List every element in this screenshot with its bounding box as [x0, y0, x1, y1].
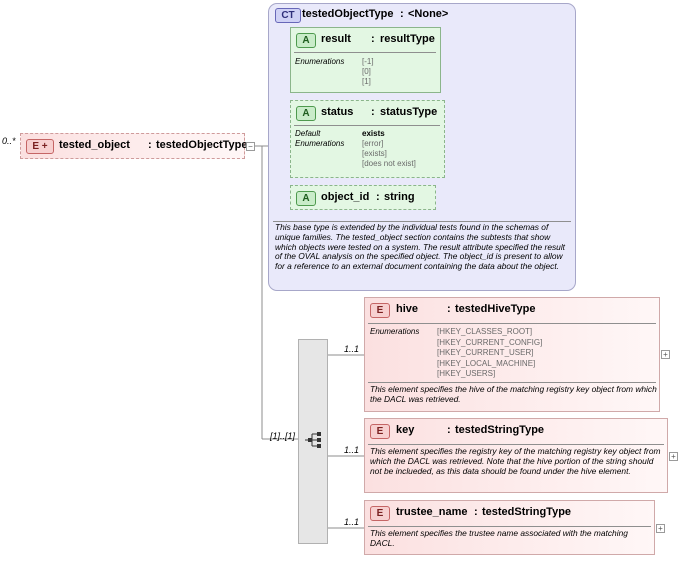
element-type: testedStringType: [455, 424, 545, 436]
element-type: testedStringType: [482, 506, 572, 518]
element-documentation: This element specifies the hive of the m…: [370, 384, 657, 404]
enum-value: [exists]: [362, 149, 387, 158]
attribute-separator: :: [376, 191, 380, 203]
attribute-name: status: [321, 106, 354, 118]
element-key[interactable]: E key : testedStringType This element sp…: [364, 418, 668, 493]
attribute-type: statusType: [380, 106, 438, 118]
element-separator: :: [474, 506, 478, 518]
attribute-badge: A: [296, 33, 316, 48]
expand-icon[interactable]: +: [661, 350, 670, 359]
trustee-name-multiplicity: 1..1: [344, 517, 360, 527]
complex-type-badge: CT: [275, 8, 301, 23]
element-badge: E: [370, 424, 390, 439]
enum-value: [HKEY_CLASSES_ROOT]: [437, 327, 533, 336]
enum-value: [1]: [362, 77, 371, 86]
attribute-name: result: [321, 33, 351, 45]
sequence-box[interactable]: [298, 339, 328, 544]
default-value: exists: [362, 129, 385, 138]
element-name: key: [396, 424, 415, 436]
attribute-status[interactable]: A status : statusType Default exists Enu…: [290, 100, 445, 178]
attribute-object-id[interactable]: A object_id : string: [290, 185, 436, 210]
enum-value: [HKEY_USERS]: [437, 369, 496, 378]
attribute-separator: :: [371, 33, 375, 45]
element-name: trustee_name: [396, 506, 468, 518]
root-element-tested-object[interactable]: E + tested_object : testedObjectType: [20, 133, 248, 159]
complex-type-documentation: This base type is extended by the indivi…: [275, 222, 566, 272]
element-hive[interactable]: E hive : testedHiveType Enumerations [HK…: [364, 297, 660, 412]
element-type: testedHiveType: [455, 303, 536, 315]
complex-type-name: testedObjectType: [302, 8, 394, 20]
root-multiplicity: 0..*: [2, 136, 16, 146]
root-element-type: testedObjectType: [156, 139, 248, 151]
expand-icon[interactable]: +: [656, 524, 665, 533]
enum-value: [-1]: [362, 57, 374, 66]
root-element-separator: :: [148, 139, 152, 151]
attribute-separator: :: [371, 106, 375, 118]
element-badge: E: [370, 506, 390, 521]
enum-value: [error]: [362, 139, 384, 148]
enumerations-label: Enumerations: [295, 57, 345, 66]
attribute-name: object_id: [321, 191, 370, 203]
element-documentation: This element specifies the registry key …: [370, 446, 661, 476]
attribute-type: string: [384, 191, 415, 203]
element-badge: E: [370, 303, 390, 318]
sequence-icon: [305, 432, 321, 448]
element-separator: :: [447, 424, 451, 436]
enum-value: [0]: [362, 67, 371, 76]
attribute-type: resultType: [380, 33, 435, 45]
expand-icon[interactable]: +: [669, 452, 678, 461]
enum-value: [does not exist]: [362, 159, 416, 168]
element-trustee-name[interactable]: E trustee_name : testedStringType This e…: [364, 500, 655, 555]
enum-value: [HKEY_CURRENT_CONFIG]: [437, 337, 543, 347]
element-badge: E +: [26, 139, 54, 154]
element-documentation: This element specifies the trustee name …: [370, 528, 628, 548]
hive-multiplicity: 1..1: [344, 344, 360, 354]
enumerations-label: Enumerations: [295, 139, 345, 148]
root-element-name: tested_object: [59, 139, 130, 151]
key-multiplicity: 1..1: [344, 445, 360, 455]
element-name: hive: [396, 303, 419, 315]
complex-type-base: <None>: [408, 8, 449, 20]
enumerations-label: Enumerations: [370, 327, 420, 336]
complex-type-separator: :: [400, 8, 404, 20]
enum-value: [HKEY_LOCAL_MACHINE]: [437, 358, 536, 368]
attribute-badge: A: [296, 191, 316, 206]
enum-value: [HKEY_CURRENT_USER]: [437, 348, 534, 357]
plus-icon: +: [41, 141, 48, 152]
attribute-result[interactable]: A result : resultType Enumerations [-1] …: [290, 27, 441, 93]
collapse-icon[interactable]: −: [246, 142, 255, 151]
attribute-badge: A: [296, 106, 316, 121]
default-label: Default: [295, 129, 321, 138]
sequence-multiplicity: [1]..[1]: [270, 431, 296, 441]
element-separator: :: [447, 303, 451, 315]
